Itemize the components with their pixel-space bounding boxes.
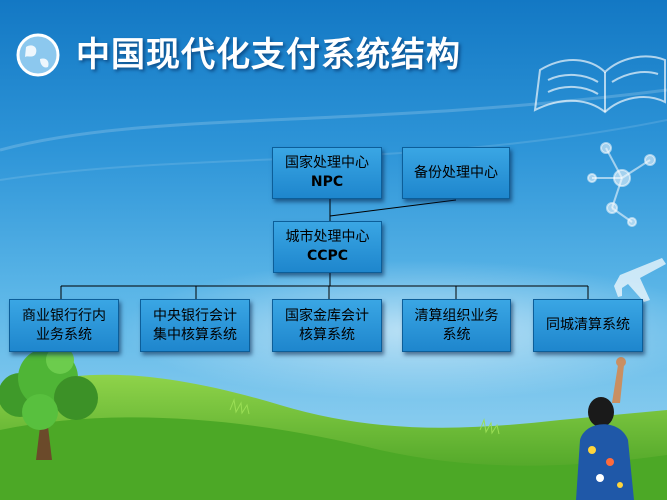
node-child-line1: 国家金库会计 [285,307,369,324]
node-backup-line1: 备份处理中心 [414,164,498,181]
node-child: 商业银行行内 业务系统 [9,299,119,352]
node-backup: 备份处理中心 [402,147,510,199]
node-child: 中央银行会计 集中核算系统 [140,299,250,352]
page-title: 中国现代化支付系统结构 [76,35,461,75]
node-child: 国家金库会计 核算系统 [272,299,382,352]
node-child-line2: 集中核算系统 [153,326,237,343]
node-child-line1: 中央银行会计 [153,307,237,324]
node-npc: 国家处理中心 NPC [272,147,382,199]
node-child-line2: 业务系统 [36,326,92,343]
node-child-line1: 同城清算系统 [546,317,630,333]
node-child-line2: 核算系统 [299,326,355,343]
node-npc-line1: 国家处理中心 [285,155,369,171]
node-child-line1: 清算组织业务 [414,307,499,324]
node-child-line2: 系统 [442,326,471,343]
node-ccpc-line1: 城市处理中心 [285,229,370,245]
node-child: 清算组织业务 系统 [402,299,511,352]
node-ccpc-line2: CCPC [306,248,349,264]
node-child: 同城清算系统 [533,299,643,352]
node-ccpc: 城市处理中心 CCPC [273,221,382,273]
node-child-line1: 商业银行行内 [22,307,106,324]
globe-icon [16,33,60,77]
node-npc-line2: NPC [310,174,344,190]
